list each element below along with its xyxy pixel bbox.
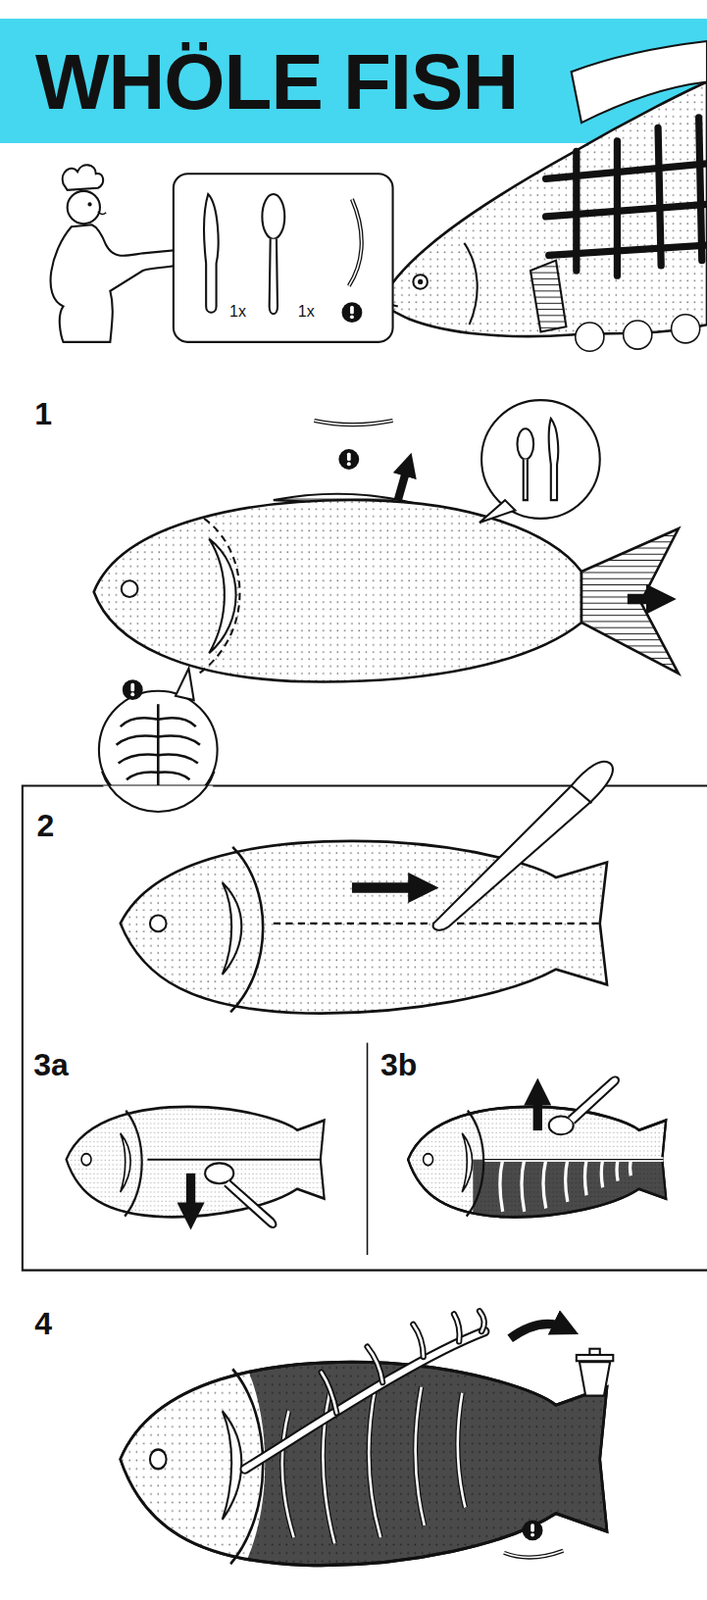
step-number: 2	[36, 809, 54, 842]
step-number: 4	[34, 1308, 52, 1340]
quantity-label: 1x	[229, 303, 247, 320]
steps-frame: 2 3a 3b	[22, 785, 707, 1270]
title-text: WHÖLE FISH	[35, 43, 518, 122]
step-number: 1	[34, 398, 52, 430]
step-number: 3a	[33, 1049, 69, 1081]
step-number: 3b	[380, 1049, 417, 1081]
quantity-label: 1x	[298, 303, 315, 320]
parts-box: 1x 1x	[173, 173, 394, 343]
